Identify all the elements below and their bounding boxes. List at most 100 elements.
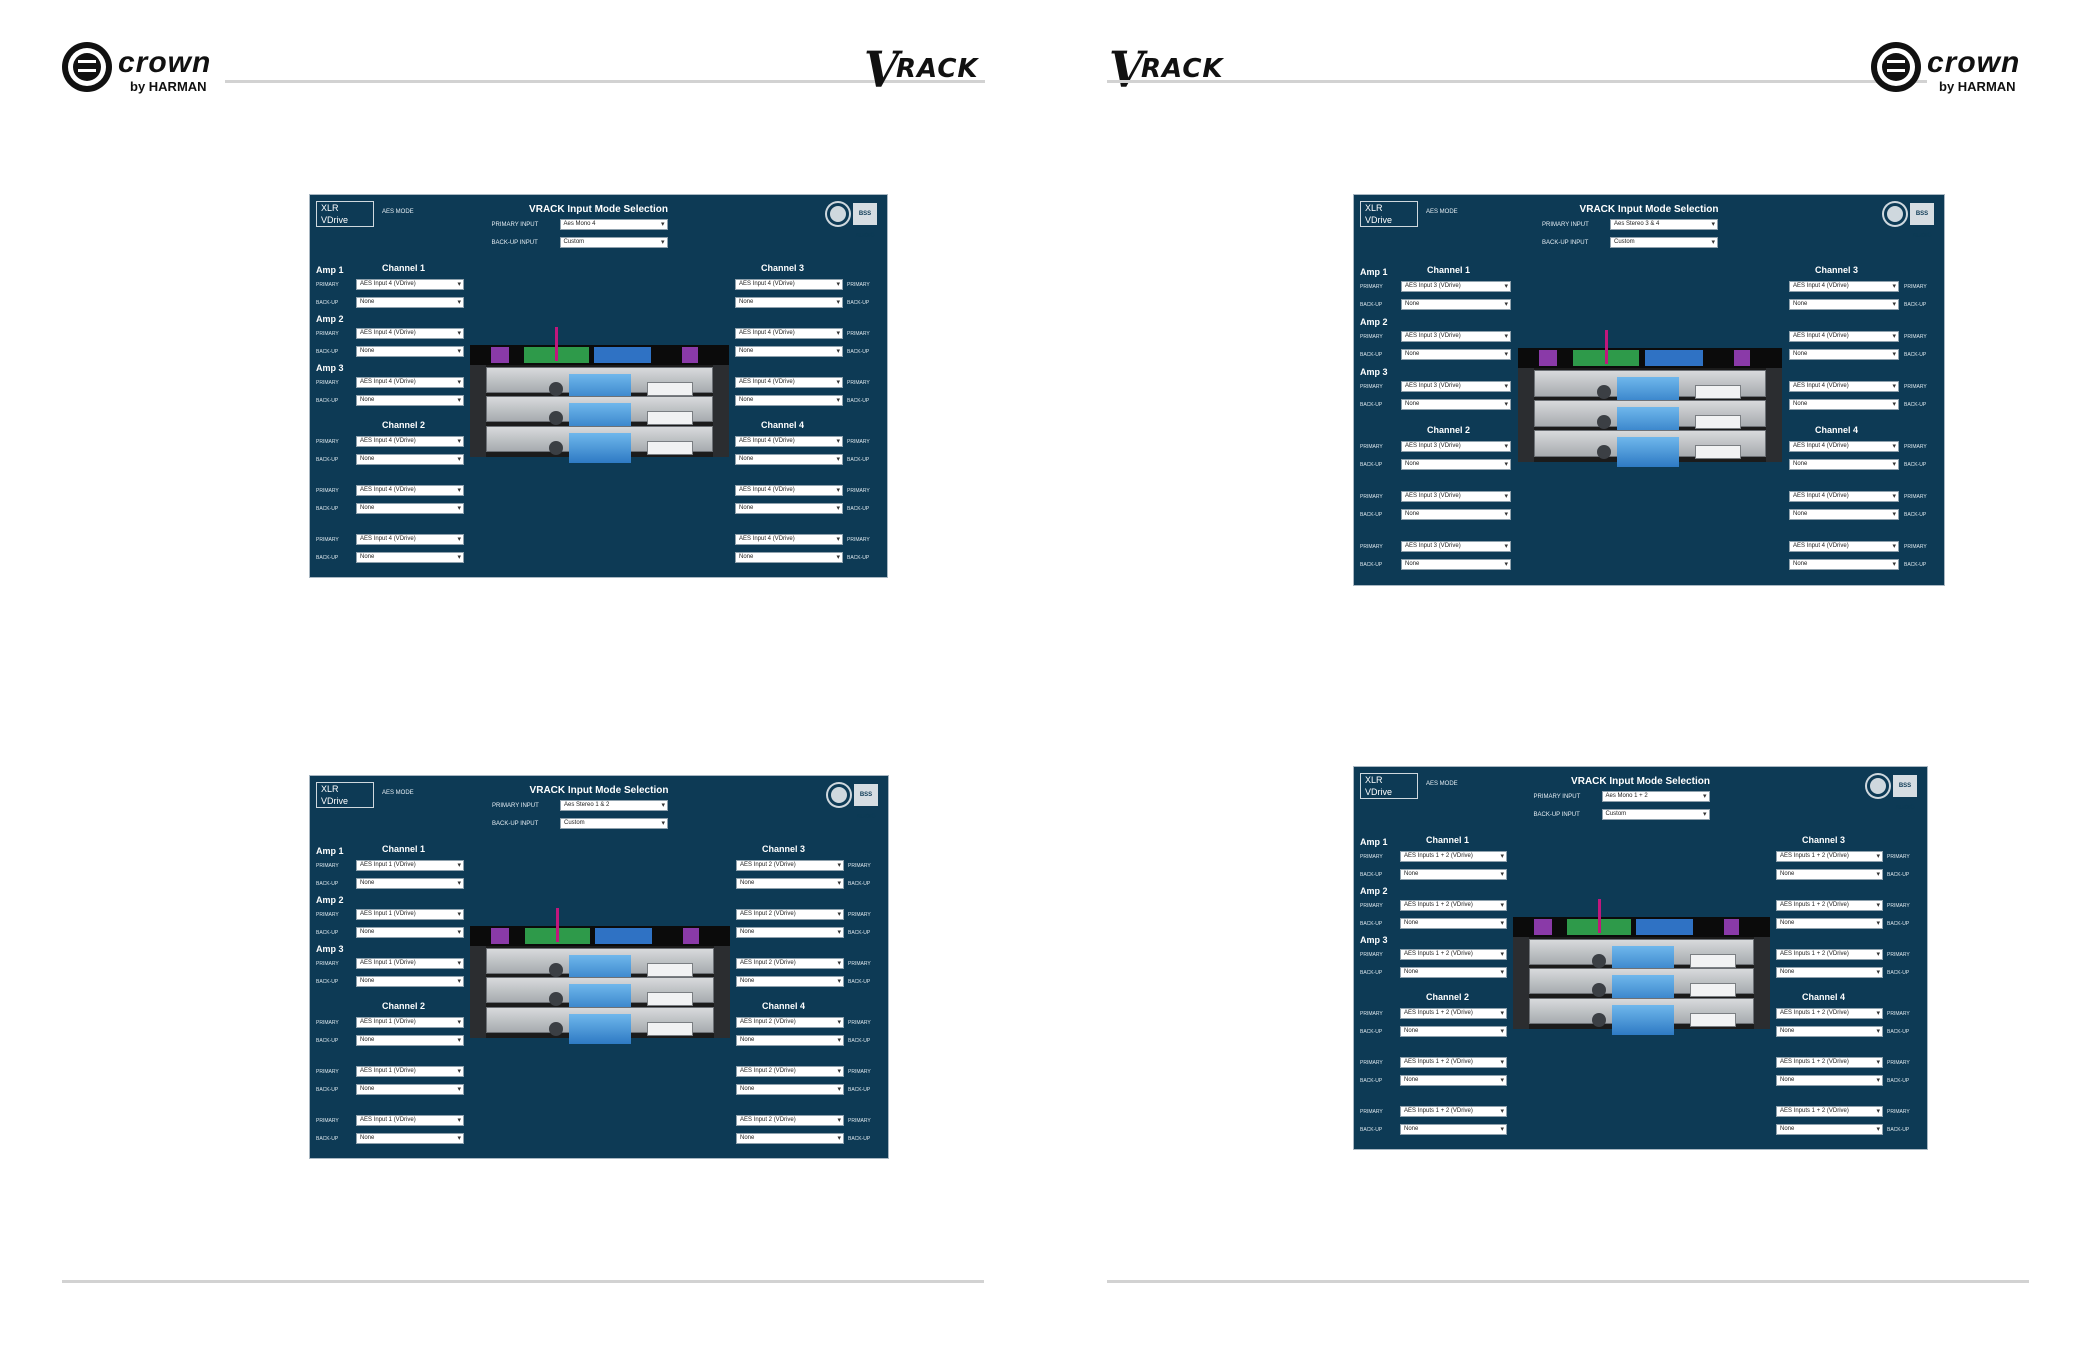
left-primary-select[interactable]: AES Inputs 1 + 2 (VDrive) xyxy=(1400,949,1507,960)
right-backup-select[interactable]: None xyxy=(735,395,843,406)
right-primary-select[interactable]: AES Input 4 (VDrive) xyxy=(735,328,843,339)
right-primary-select[interactable]: AES Input 4 (VDrive) xyxy=(735,279,843,290)
right-backup-select[interactable]: None xyxy=(736,1035,844,1046)
left-backup-select[interactable]: None xyxy=(356,878,464,889)
right-primary-select[interactable]: AES Input 4 (VDrive) xyxy=(1789,491,1899,502)
left-backup-select[interactable]: None xyxy=(356,395,464,406)
left-primary-select[interactable]: AES Input 1 (VDrive) xyxy=(356,1066,464,1077)
mode-option-xlr[interactable]: XLR xyxy=(321,784,339,794)
right-primary-select[interactable]: AES Inputs 1 + 2 (VDrive) xyxy=(1776,949,1883,960)
right-backup-select[interactable]: None xyxy=(1789,349,1899,360)
left-primary-select[interactable]: AES Input 4 (VDrive) xyxy=(356,534,464,545)
right-primary-select[interactable]: AES Input 4 (VDrive) xyxy=(735,377,843,388)
left-primary-select[interactable]: AES Inputs 1 + 2 (VDrive) xyxy=(1400,1008,1507,1019)
left-primary-select[interactable]: AES Input 1 (VDrive) xyxy=(356,909,464,920)
left-primary-select[interactable]: AES Input 3 (VDrive) xyxy=(1401,491,1511,502)
left-backup-select[interactable]: None xyxy=(1401,399,1511,410)
left-primary-select[interactable]: AES Input 3 (VDrive) xyxy=(1401,331,1511,342)
left-primary-select[interactable]: AES Inputs 1 + 2 (VDrive) xyxy=(1400,900,1507,911)
left-backup-select[interactable]: None xyxy=(356,927,464,938)
left-backup-select[interactable]: None xyxy=(356,297,464,308)
right-primary-select[interactable]: AES Input 4 (VDrive) xyxy=(1789,441,1899,452)
left-primary-select[interactable]: AES Input 1 (VDrive) xyxy=(356,958,464,969)
left-primary-select[interactable]: AES Input 4 (VDrive) xyxy=(356,377,464,388)
right-primary-select[interactable]: AES Input 4 (VDrive) xyxy=(1789,381,1899,392)
mode-option-xlr[interactable]: XLR xyxy=(1365,203,1383,213)
left-backup-select[interactable]: None xyxy=(1401,349,1511,360)
left-backup-select[interactable]: None xyxy=(1401,509,1511,520)
left-backup-select[interactable]: None xyxy=(1401,559,1511,570)
right-backup-select[interactable]: None xyxy=(735,454,843,465)
right-primary-select[interactable]: AES Input 4 (VDrive) xyxy=(1789,281,1899,292)
left-backup-select[interactable]: None xyxy=(356,1035,464,1046)
left-primary-select[interactable]: AES Input 4 (VDrive) xyxy=(356,436,464,447)
left-backup-select[interactable]: None xyxy=(356,1084,464,1095)
right-backup-select[interactable]: None xyxy=(1776,1124,1883,1135)
left-backup-select[interactable]: None xyxy=(1401,459,1511,470)
left-primary-select[interactable]: AES Input 4 (VDrive) xyxy=(356,485,464,496)
left-primary-select[interactable]: AES Inputs 1 + 2 (VDrive) xyxy=(1400,1106,1507,1117)
left-primary-select[interactable]: AES Input 4 (VDrive) xyxy=(356,279,464,290)
backup-input-select[interactable]: Custom xyxy=(560,818,668,829)
right-primary-select[interactable]: AES Input 2 (VDrive) xyxy=(736,1017,844,1028)
right-primary-select[interactable]: AES Inputs 1 + 2 (VDrive) xyxy=(1776,1008,1883,1019)
right-backup-select[interactable]: None xyxy=(1789,299,1899,310)
left-backup-select[interactable]: None xyxy=(1400,1124,1507,1135)
left-backup-select[interactable]: None xyxy=(356,454,464,465)
backup-input-select[interactable]: Custom xyxy=(559,237,668,248)
left-primary-select[interactable]: AES Input 1 (VDrive) xyxy=(356,1017,464,1028)
left-backup-select[interactable]: None xyxy=(1400,918,1507,929)
left-primary-select[interactable]: AES Input 1 (VDrive) xyxy=(356,860,464,871)
left-primary-select[interactable]: AES Input 3 (VDrive) xyxy=(1401,381,1511,392)
right-backup-select[interactable]: None xyxy=(1789,399,1899,410)
right-primary-select[interactable]: AES Input 2 (VDrive) xyxy=(736,958,844,969)
right-backup-select[interactable]: None xyxy=(1776,1075,1883,1086)
left-backup-select[interactable]: None xyxy=(356,1133,464,1144)
left-primary-select[interactable]: AES Inputs 1 + 2 (VDrive) xyxy=(1400,1057,1507,1068)
right-primary-select[interactable]: AES Inputs 1 + 2 (VDrive) xyxy=(1776,1106,1883,1117)
right-primary-select[interactable]: AES Input 4 (VDrive) xyxy=(735,436,843,447)
left-backup-select[interactable]: None xyxy=(1400,1075,1507,1086)
left-backup-select[interactable]: None xyxy=(356,976,464,987)
right-backup-select[interactable]: None xyxy=(1776,967,1883,978)
right-primary-select[interactable]: AES Input 4 (VDrive) xyxy=(1789,331,1899,342)
left-backup-select[interactable]: None xyxy=(1401,299,1511,310)
mode-radio-group[interactable]: XLR VDrive xyxy=(1360,773,1418,799)
right-backup-select[interactable]: None xyxy=(736,1084,844,1095)
right-backup-select[interactable]: None xyxy=(1789,559,1899,570)
right-backup-select[interactable]: None xyxy=(735,552,843,563)
mode-option-vdrive[interactable]: VDrive xyxy=(1365,215,1393,225)
right-primary-select[interactable]: AES Input 4 (VDrive) xyxy=(1789,541,1899,552)
right-backup-select[interactable]: None xyxy=(735,297,843,308)
backup-input-select[interactable]: Custom xyxy=(1601,809,1710,820)
right-primary-select[interactable]: AES Input 4 (VDrive) xyxy=(735,485,843,496)
mode-option-vdrive[interactable]: VDrive xyxy=(321,796,349,806)
left-backup-select[interactable]: None xyxy=(1400,967,1507,978)
right-primary-select[interactable]: AES Input 4 (VDrive) xyxy=(735,534,843,545)
mode-option-vdrive[interactable]: VDrive xyxy=(1365,787,1393,797)
right-backup-select[interactable]: None xyxy=(736,878,844,889)
right-primary-select[interactable]: AES Input 2 (VDrive) xyxy=(736,909,844,920)
left-primary-select[interactable]: AES Input 3 (VDrive) xyxy=(1401,441,1511,452)
left-primary-select[interactable]: AES Input 3 (VDrive) xyxy=(1401,541,1511,552)
left-primary-select[interactable]: AES Input 1 (VDrive) xyxy=(356,1115,464,1126)
right-backup-select[interactable]: None xyxy=(735,346,843,357)
primary-input-select[interactable]: Aes Mono 1 + 2 xyxy=(1601,791,1710,802)
primary-input-select[interactable]: Aes Stereo 1 & 2 xyxy=(560,800,668,811)
left-backup-select[interactable]: None xyxy=(356,552,464,563)
mode-option-xlr[interactable]: XLR xyxy=(321,203,339,213)
primary-input-select[interactable]: Aes Mono 4 xyxy=(559,219,668,230)
right-backup-select[interactable]: None xyxy=(1776,869,1883,880)
left-backup-select[interactable]: None xyxy=(1400,869,1507,880)
right-backup-select[interactable]: None xyxy=(1776,1026,1883,1037)
left-backup-select[interactable]: None xyxy=(356,346,464,357)
mode-radio-group[interactable]: XLR VDrive xyxy=(1360,201,1418,227)
right-primary-select[interactable]: AES Inputs 1 + 2 (VDrive) xyxy=(1776,851,1883,862)
mode-option-xlr[interactable]: XLR xyxy=(1365,775,1383,785)
right-backup-select[interactable]: None xyxy=(736,1133,844,1144)
mode-radio-group[interactable]: XLR VDrive xyxy=(316,782,374,808)
right-primary-select[interactable]: AES Input 2 (VDrive) xyxy=(736,1115,844,1126)
right-primary-select[interactable]: AES Inputs 1 + 2 (VDrive) xyxy=(1776,1057,1883,1068)
right-primary-select[interactable]: AES Input 2 (VDrive) xyxy=(736,1066,844,1077)
